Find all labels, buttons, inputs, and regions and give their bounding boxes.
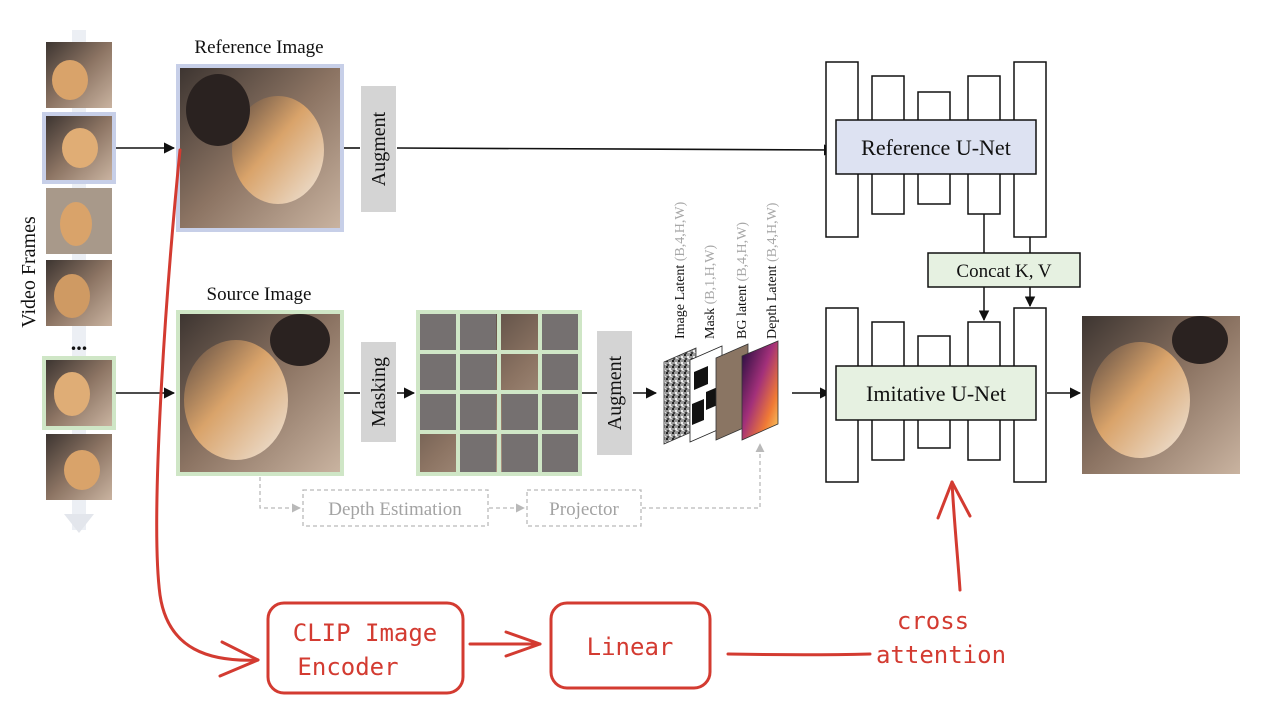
latent-label-mask: Mask (B,1,H,W) <box>703 245 718 339</box>
video-frames-label: Video Frames <box>18 216 40 328</box>
clip-label-line1: CLIP Image <box>293 619 438 647</box>
latent-label-image: Image Latent (B,4,H,W) <box>673 201 688 339</box>
frame-thumb-2-highlighted <box>42 112 116 184</box>
depth-estimation-label: Depth Estimation <box>328 499 462 520</box>
frame-thumb-4 <box>46 260 112 326</box>
cross-label-line2: attention <box>876 641 1006 669</box>
source-image-label: Source Image <box>207 284 312 305</box>
reference-image-label: Reference Image <box>194 37 323 58</box>
red-curve-reference-to-clip <box>155 148 260 662</box>
reference-unet-box <box>835 119 1037 175</box>
augment-box-top <box>361 86 396 212</box>
source-image <box>176 310 344 476</box>
red-arrowhead-unet <box>936 480 972 520</box>
concat-label: Concat K, V <box>956 261 1051 282</box>
red-arrow-cross-to-unet <box>950 480 962 592</box>
red-arrowhead-linear <box>504 630 542 658</box>
linear-box <box>549 601 712 690</box>
masked-grid-image <box>416 310 582 476</box>
imitative-unet-label: Imitative U-Net <box>866 381 1006 406</box>
reference-unet-label: Reference U-Net <box>861 135 1011 160</box>
concat-box <box>927 252 1081 288</box>
depth-latent-slab <box>741 340 779 441</box>
video-frames-column: ... Video Frames <box>18 30 116 533</box>
clip-label-line2: Encoder <box>297 653 398 681</box>
augment-box-bottom <box>597 331 632 455</box>
frame-thumb-1 <box>46 42 112 108</box>
projector-label: Projector <box>549 499 619 520</box>
latent-label-bg: BG latent (B,4,H,W) <box>735 222 750 339</box>
output-image <box>1082 316 1240 474</box>
frames-ellipsis: ... <box>71 330 88 355</box>
frames-down-arrow-icon <box>64 514 94 533</box>
latent-label-depth: Depth Latent (B,4,H,W) <box>765 202 780 339</box>
latent-stack <box>663 340 779 445</box>
frame-thumb-5-highlighted <box>42 356 116 430</box>
masking-label: Masking <box>368 357 390 427</box>
red-annotation <box>155 148 972 695</box>
imitative-unet-box <box>835 365 1037 421</box>
linear-label: Linear <box>587 633 674 661</box>
red-arrowhead-clip <box>218 640 260 678</box>
frame-thumb-6 <box>46 434 112 500</box>
frame-thumb-3 <box>46 188 112 254</box>
reference-image <box>176 64 344 232</box>
cross-label-line1: cross <box>897 607 969 635</box>
augment-to-reference-unet-arrow <box>396 144 836 156</box>
augment-bottom-label: Augment <box>604 355 626 430</box>
depth-path <box>259 443 765 527</box>
red-line-linear-to-cross <box>726 652 872 657</box>
clip-encoder-box <box>266 601 465 695</box>
masking-box <box>361 342 396 442</box>
augment-top-label: Augment <box>368 111 390 186</box>
latent-labels: Image Latent (B,4,H,W) Mask (B,1,H,W) BG… <box>673 201 780 339</box>
